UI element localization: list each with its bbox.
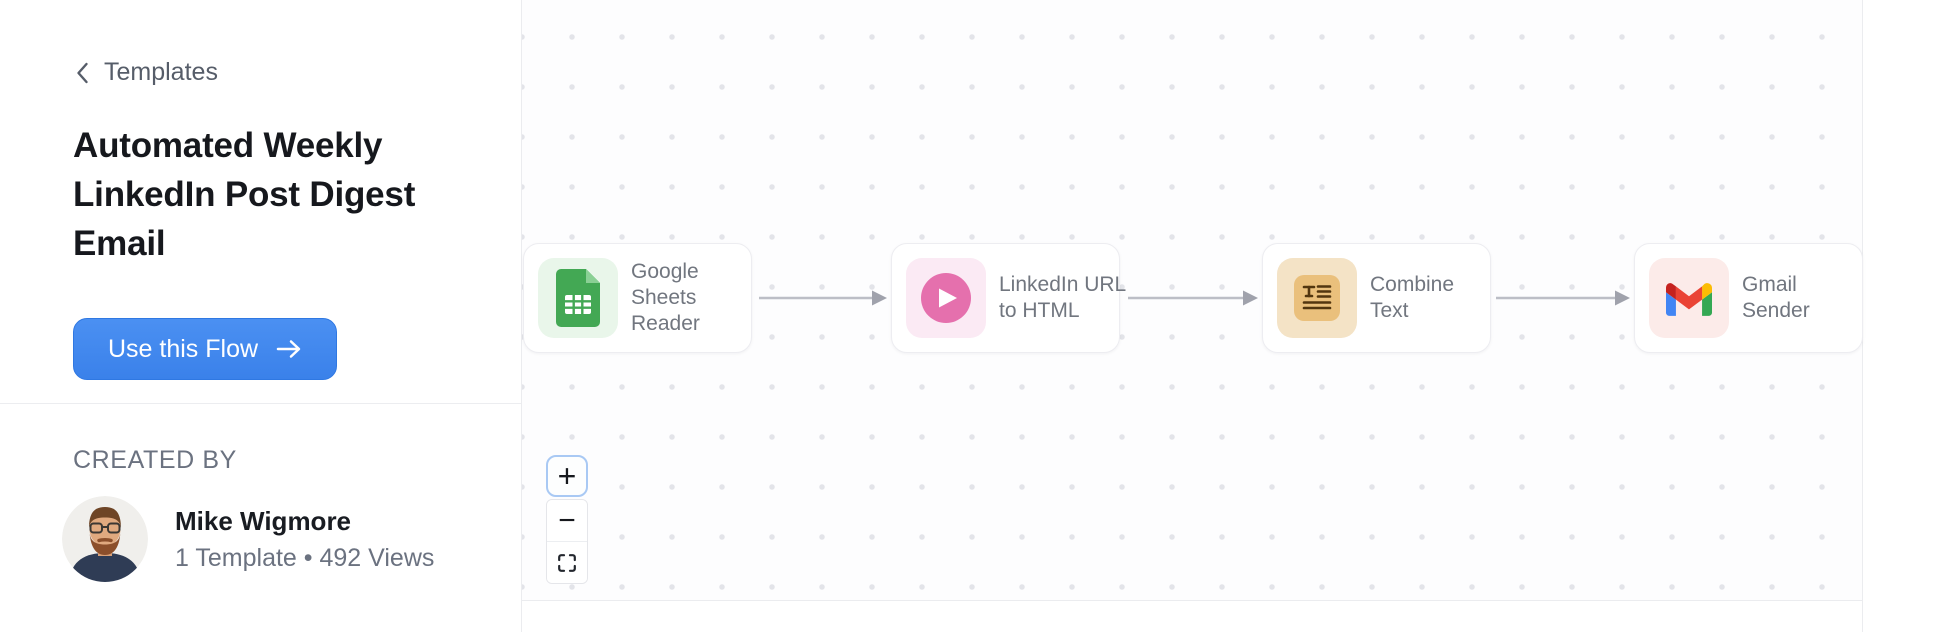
creator-row: Mike Wigmore 1 Template • 492 Views [62, 496, 434, 582]
node-label-line: to HTML [999, 299, 1080, 322]
fit-view-button[interactable] [547, 542, 587, 583]
creator-stats: 1 Template • 492 Views [175, 544, 435, 572]
gmail-icon [1649, 258, 1729, 338]
page-title: Automated Weekly LinkedIn Post Digest Em… [73, 126, 416, 263]
connector-arrow [1128, 290, 1258, 306]
use-this-flow-button[interactable]: Use this Flow [73, 318, 338, 380]
node-label-line: Sheets [631, 286, 697, 309]
created-by-label: CREATED BY [73, 446, 237, 474]
flow-canvas[interactable]: Google Sheets Reader LinkedIn URL to HTM… [521, 0, 1863, 632]
combine-text-icon [1277, 258, 1357, 338]
node-label: Gmail Sender [1742, 272, 1810, 324]
node-label-line: Sender [1742, 299, 1810, 322]
back-label: Templates [104, 58, 218, 86]
chevron-left-icon [77, 62, 88, 83]
node-label-line: Google [631, 260, 699, 283]
fit-view-icon [558, 553, 576, 572]
node-label: Google Sheets Reader [631, 259, 700, 337]
sidebar-divider [0, 403, 521, 404]
play-icon [906, 258, 986, 338]
creator-name: Mike Wigmore [175, 506, 352, 536]
avatar [62, 496, 148, 582]
zoom-panel: − [546, 499, 588, 584]
cta-label: Use this Flow [108, 334, 259, 363]
node-label: Combine Text [1370, 272, 1454, 324]
node-label-line: Gmail [1742, 273, 1797, 296]
back-to-templates-link[interactable]: Templates [75, 58, 218, 87]
node-combine-text[interactable]: Combine Text [1262, 243, 1491, 353]
connector-arrow [759, 290, 887, 306]
node-label-line: Reader [631, 312, 700, 335]
connector-arrow [1496, 290, 1630, 306]
node-label-line: LinkedIn URL [999, 273, 1127, 296]
node-google-sheets-reader[interactable]: Google Sheets Reader [523, 243, 752, 353]
sidebar: Templates Automated Weekly LinkedIn Post… [0, 0, 521, 632]
google-sheets-icon [538, 258, 618, 338]
node-gmail-sender[interactable]: Gmail Sender [1634, 243, 1863, 353]
node-label-line: Text [1370, 299, 1409, 322]
node-label: LinkedIn URL to HTML [999, 272, 1126, 324]
node-linkedin-url-to-html[interactable]: LinkedIn URL to HTML [891, 243, 1126, 353]
zoom-out-button[interactable]: − [547, 500, 587, 542]
creator-meta: Mike Wigmore 1 Template • 492 Views [175, 505, 434, 573]
creator-portrait [62, 496, 148, 582]
arrow-right-icon [276, 340, 301, 358]
node-label-line: Combine [1370, 273, 1455, 296]
zoom-in-button[interactable]: + [546, 455, 588, 497]
